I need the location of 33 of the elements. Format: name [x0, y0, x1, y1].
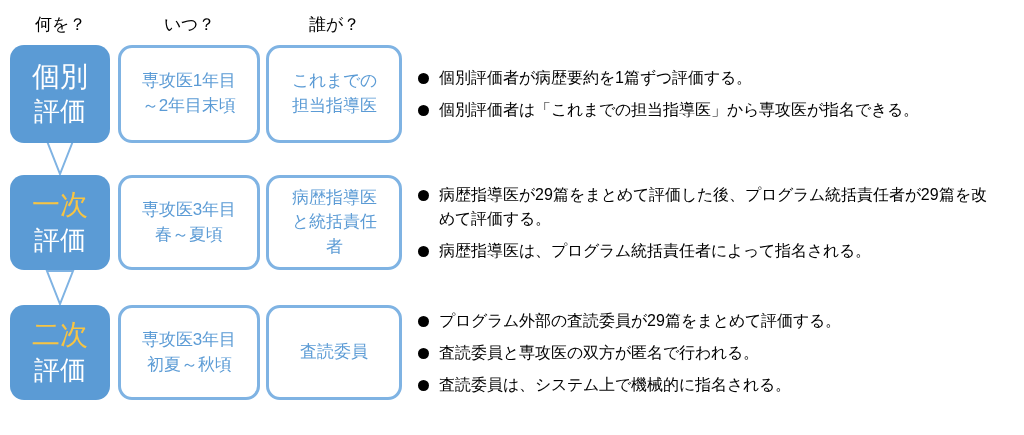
column-header: 誰が？ — [307, 14, 361, 36]
stage-box — [10, 175, 110, 270]
box-text: 専攻医3年目初夏～秋頃 — [140, 328, 238, 376]
info-box — [118, 175, 260, 270]
bullet-text: プログラム外部の査読委員が29篇をまとめて評価する。 — [439, 310, 841, 331]
column-header: 何を？ — [33, 14, 87, 36]
bullet-text: 査読委員と専攻医の双方が匿名で行われる。 — [439, 342, 759, 363]
stage-text: 個別 — [32, 59, 88, 94]
info-box — [266, 305, 402, 400]
bullet-text: 個別評価者は「これまでの担当指導医」から専攻医が指名できる。 — [439, 100, 919, 120]
box-text: 査読委員 — [300, 341, 368, 364]
box-text: これまでの担当指導医 — [290, 70, 378, 117]
stage-text: 二次 — [32, 318, 88, 353]
info-box — [266, 45, 402, 143]
bullet-text: 病歴指導医は、プログラム統括責任者によって指名される。 — [439, 240, 871, 261]
box-text: 病歴指導医と統括責任者 — [290, 186, 378, 258]
stage-text: 評価 — [34, 223, 86, 257]
box-text: 専攻医1年目～2年目末頃 — [140, 70, 238, 117]
box-text: 専攻医3年目春～夏頃 — [140, 198, 238, 246]
bullet-text: 病歴指導医が29篇をまとめて評価した後、プログラム統括責任者が29篇を改めて評価する。 — [439, 184, 988, 229]
stage-box — [10, 45, 110, 143]
stage-box — [10, 305, 110, 400]
column-header: いつ？ — [162, 14, 216, 36]
stage-text: 評価 — [34, 95, 86, 129]
bullet-text: 査読委員は、システム上で機械的に指名される。 — [439, 374, 791, 395]
info-box — [266, 175, 402, 270]
info-box — [118, 305, 260, 400]
down-arrow — [46, 140, 74, 175]
bullet-text: 個別評価者が病歴要約を1篇ずつ評価する。 — [439, 68, 752, 88]
stage-text: 評価 — [34, 353, 86, 387]
stage-text: 一次 — [32, 188, 88, 223]
down-arrow — [46, 269, 74, 305]
info-box — [118, 45, 260, 143]
